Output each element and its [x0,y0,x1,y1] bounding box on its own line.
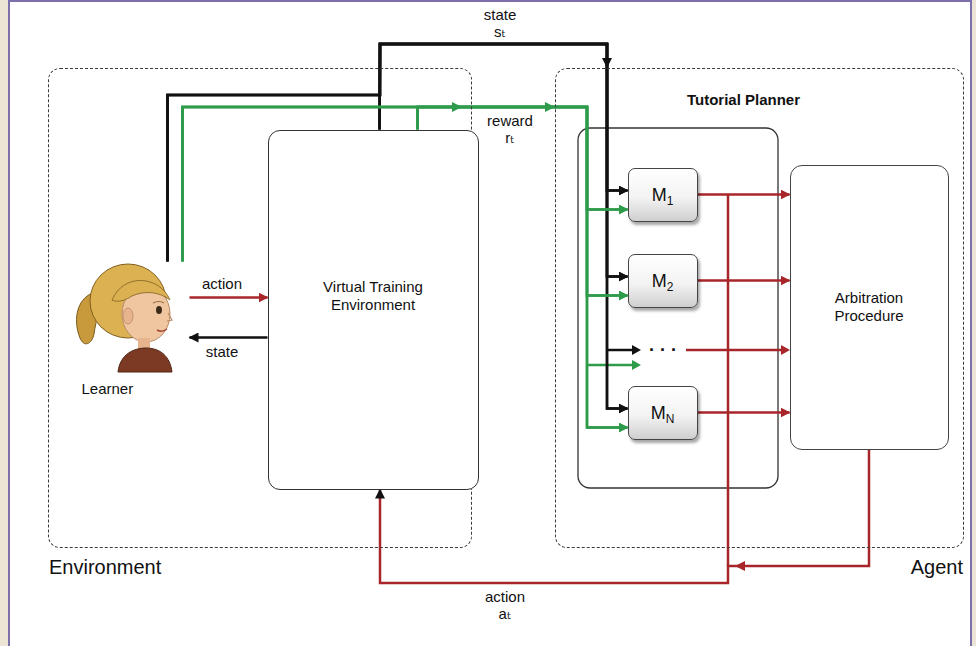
reward-arrowhead [632,360,641,370]
module-box: MN [628,386,698,440]
symbol-subscript: 2 [667,280,674,294]
module-label: M1 [652,185,674,205]
state-arrowhead [632,345,641,355]
text-slot: Virtual Training Environment [299,278,448,314]
box-label: Arbitration Procedure [809,289,930,325]
text-slot: M1 [652,185,674,205]
module-box: M2 [628,254,698,308]
region-label: Agent [911,555,963,579]
text-slot: Environment [49,555,161,579]
action-bus [727,195,730,566]
ear [123,308,133,324]
connector-label-slot: reward rₜ [485,112,535,146]
shirt [118,348,172,372]
module-label: M2 [652,271,674,291]
symbol-base: M [652,185,667,205]
state-branch [607,349,636,352]
symbol-subscript: N [666,412,675,426]
module-label: MN [651,403,675,423]
action-arrowhead [781,345,790,355]
connector-label-slot: action aₜ [483,588,527,622]
region-label: Environment [49,555,161,579]
connector [190,336,268,339]
learner-figure: Learner [75,262,190,398]
figure-label: Learner [82,380,134,398]
connector [698,279,790,282]
arbitration-box: Arbitration Procedure [790,165,949,450]
environment-region: EnvironmentLearnerVirtual Training Envir… [48,68,472,548]
ellipsis-label: · · · [647,341,679,359]
bangs [112,280,170,301]
connector [190,296,268,299]
ellipsis-slot: · · · [647,341,679,359]
connector [698,411,790,414]
learner-icon [77,264,172,372]
connector [698,193,790,196]
connector-label: state [204,343,241,360]
connector-label-slot: state sₜ [482,6,519,40]
connector-label: reward rₜ [485,112,535,146]
mouth [157,329,167,331]
agent-region: Tutorial PlannerAgentM1M2MNArbitration P… [555,68,964,548]
connector-label: action [200,275,244,292]
text-slot: M2 [652,271,674,291]
connector-label: action aₜ [483,588,527,622]
connector-label-slot: state [204,343,241,360]
connector-label: state sₜ [482,6,519,40]
module-box: M1 [628,168,698,222]
nose [167,313,172,321]
symbol-subscript: 1 [667,194,674,208]
planner-heading: Tutorial Planner [556,91,931,109]
symbol-base: M [652,271,667,291]
environment-box: Virtual Training Environment [268,130,479,490]
brow [153,302,164,304]
text-slot: Learner [82,380,134,398]
action-branch [686,349,784,352]
symbol-base: M [651,403,666,423]
text-slot: MN [651,403,675,423]
text-slot: Tutorial Planner [556,91,963,109]
eye [156,306,162,314]
connector-label-slot: action [200,275,244,292]
text-slot: Arbitration Procedure [809,289,930,325]
reward-branch [587,364,636,367]
text-slot: Agent [911,555,963,579]
box-label: Virtual Training Environment [299,278,448,314]
